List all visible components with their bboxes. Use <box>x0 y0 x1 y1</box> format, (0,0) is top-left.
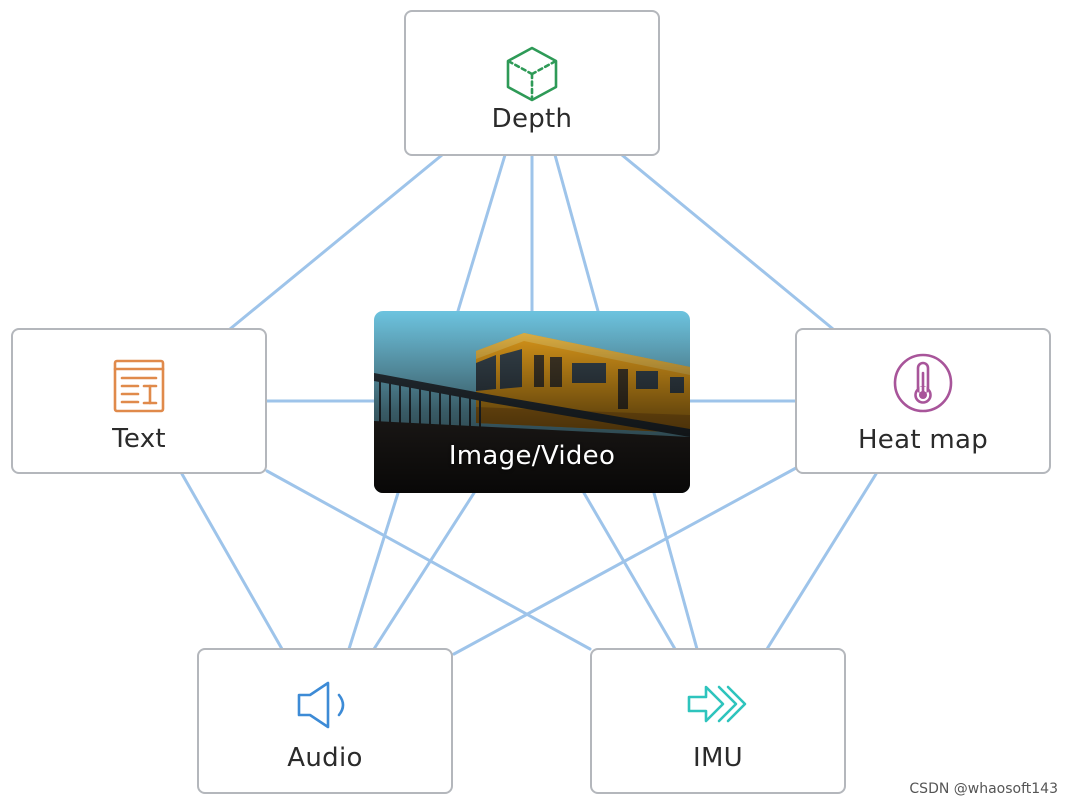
image-video-node[interactable]: Image/Video <box>374 311 690 493</box>
edge-heatmap-imu <box>765 472 878 651</box>
edge-depth-heatmap <box>620 153 835 331</box>
depth-node[interactable]: Depth <box>404 10 660 156</box>
cube-icon <box>502 44 562 108</box>
edge-image-imu-b <box>652 491 699 651</box>
text-document-icon <box>112 358 166 418</box>
edge-depth-image <box>456 153 507 313</box>
text-node[interactable]: Text <box>11 328 267 474</box>
speaker-icon <box>295 680 355 734</box>
heat-map-label: Heat map <box>857 425 989 455</box>
edge-depth-imu <box>553 153 600 313</box>
imu-label: IMU <box>692 743 744 773</box>
heat-map-node[interactable]: Heat map <box>795 328 1051 474</box>
edge-depth-text <box>228 153 444 331</box>
depth-label: Depth <box>491 104 573 134</box>
thermometer-icon <box>892 352 954 418</box>
audio-node[interactable]: Audio <box>197 648 453 794</box>
edge-image-audio-a <box>347 491 400 651</box>
edge-image-imu-a <box>582 491 677 651</box>
edge-image-audio-b <box>372 491 476 651</box>
audio-label: Audio <box>287 743 363 773</box>
text-label: Text <box>112 424 166 454</box>
imu-node[interactable]: IMU <box>590 648 846 794</box>
train-photo <box>374 311 690 493</box>
forward-arrows-icon <box>686 682 750 730</box>
edge-text-imu <box>265 469 592 651</box>
edge-text-audio <box>180 472 284 651</box>
image-video-label: Image/Video <box>448 441 616 471</box>
watermark: CSDN @whaosoft143 <box>909 781 1058 797</box>
